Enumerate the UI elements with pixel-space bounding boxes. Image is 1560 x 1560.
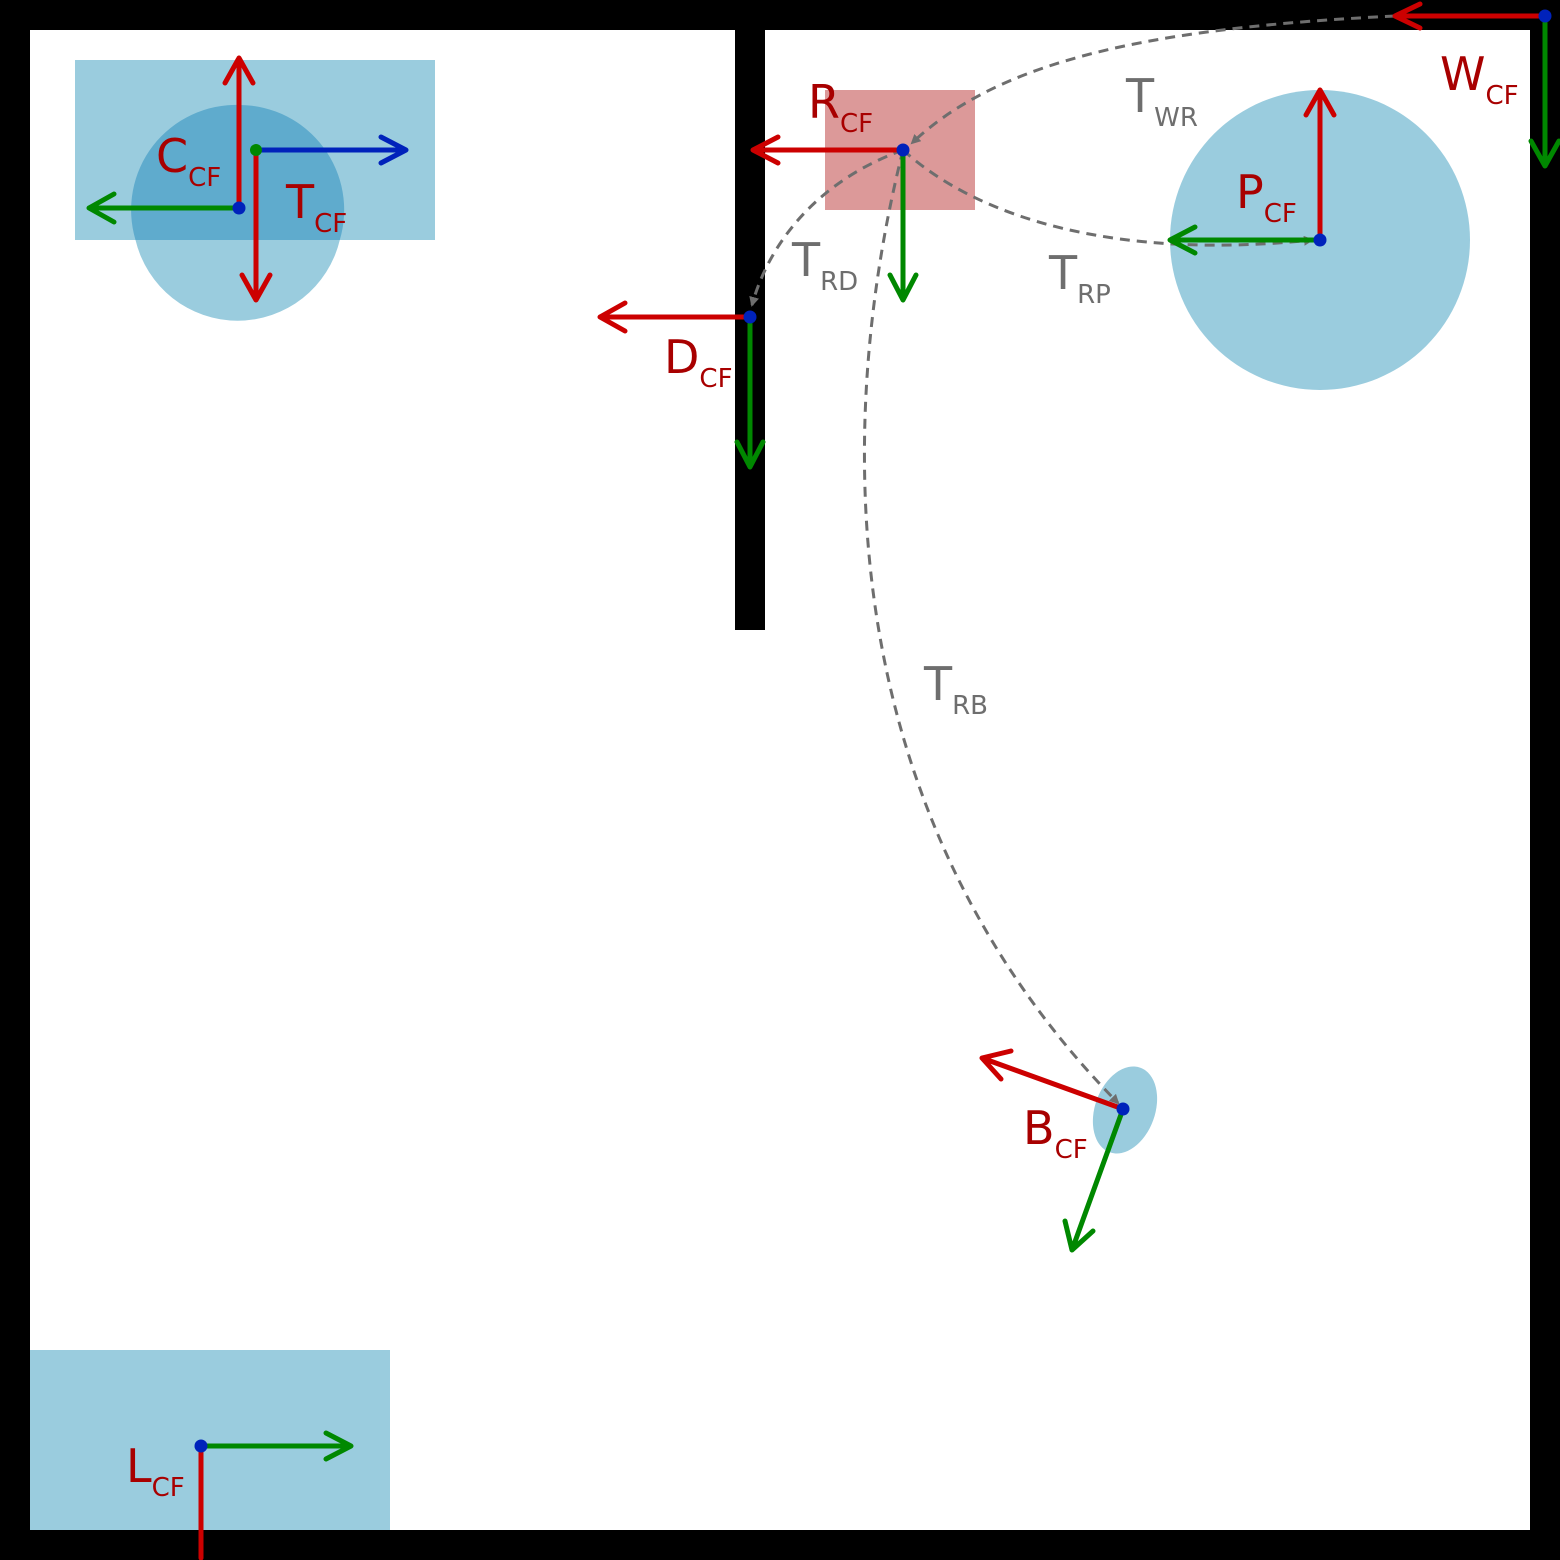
ball-frame-axes	[979, 1048, 1126, 1253]
ball-frame-label: BCF	[1023, 1101, 1088, 1165]
door-origin	[743, 310, 757, 324]
lamp-frame-axes	[198, 1430, 354, 1560]
transform-path-rb	[863, 149, 1120, 1105]
table-frame-label: TCF	[285, 175, 347, 239]
coordinate-axes	[86, 1, 1560, 1560]
robot-frame-axes	[750, 134, 919, 303]
frame-labels: WCF RCF CCF TCF PCF DCF BCF LCF	[126, 47, 1519, 1503]
transform-label-rb: TRB	[923, 657, 988, 721]
door-frame-label: DCF	[664, 330, 733, 394]
lamp-frame-label: LCF	[126, 1439, 185, 1503]
table-origin	[250, 144, 262, 156]
transform-label-wr: TWR	[1125, 69, 1198, 133]
transform-labels: TWR TRD TRP TRB	[791, 69, 1198, 721]
ball-origin	[1116, 1102, 1130, 1116]
chair-origin	[232, 201, 246, 215]
chair-frame-label: CCF	[156, 129, 221, 193]
transform-path-rd	[749, 148, 904, 307]
plant-origin	[1313, 233, 1327, 247]
world-frame-axes	[1392, 1, 1560, 169]
door-frame-axes	[597, 300, 766, 470]
transform-label-rp: TRP	[1048, 246, 1111, 310]
chair-object	[135, 240, 340, 321]
chair-frame-axes	[86, 55, 256, 225]
robot-origin	[896, 143, 910, 157]
plant-frame-axes	[1167, 87, 1337, 256]
lamp-origin	[194, 1439, 208, 1453]
lamp-object	[30, 1350, 390, 1530]
robot-frame-label: RCF	[808, 75, 873, 139]
table-frame-axes	[239, 134, 409, 303]
frame-origins	[194, 9, 1552, 1453]
plant-frame-label: PCF	[1236, 165, 1297, 229]
world-frame-label: WCF	[1440, 47, 1519, 111]
transform-label-rd: TRD	[791, 233, 858, 297]
world-origin	[1538, 9, 1552, 23]
transform-paths	[749, 14, 1396, 1105]
